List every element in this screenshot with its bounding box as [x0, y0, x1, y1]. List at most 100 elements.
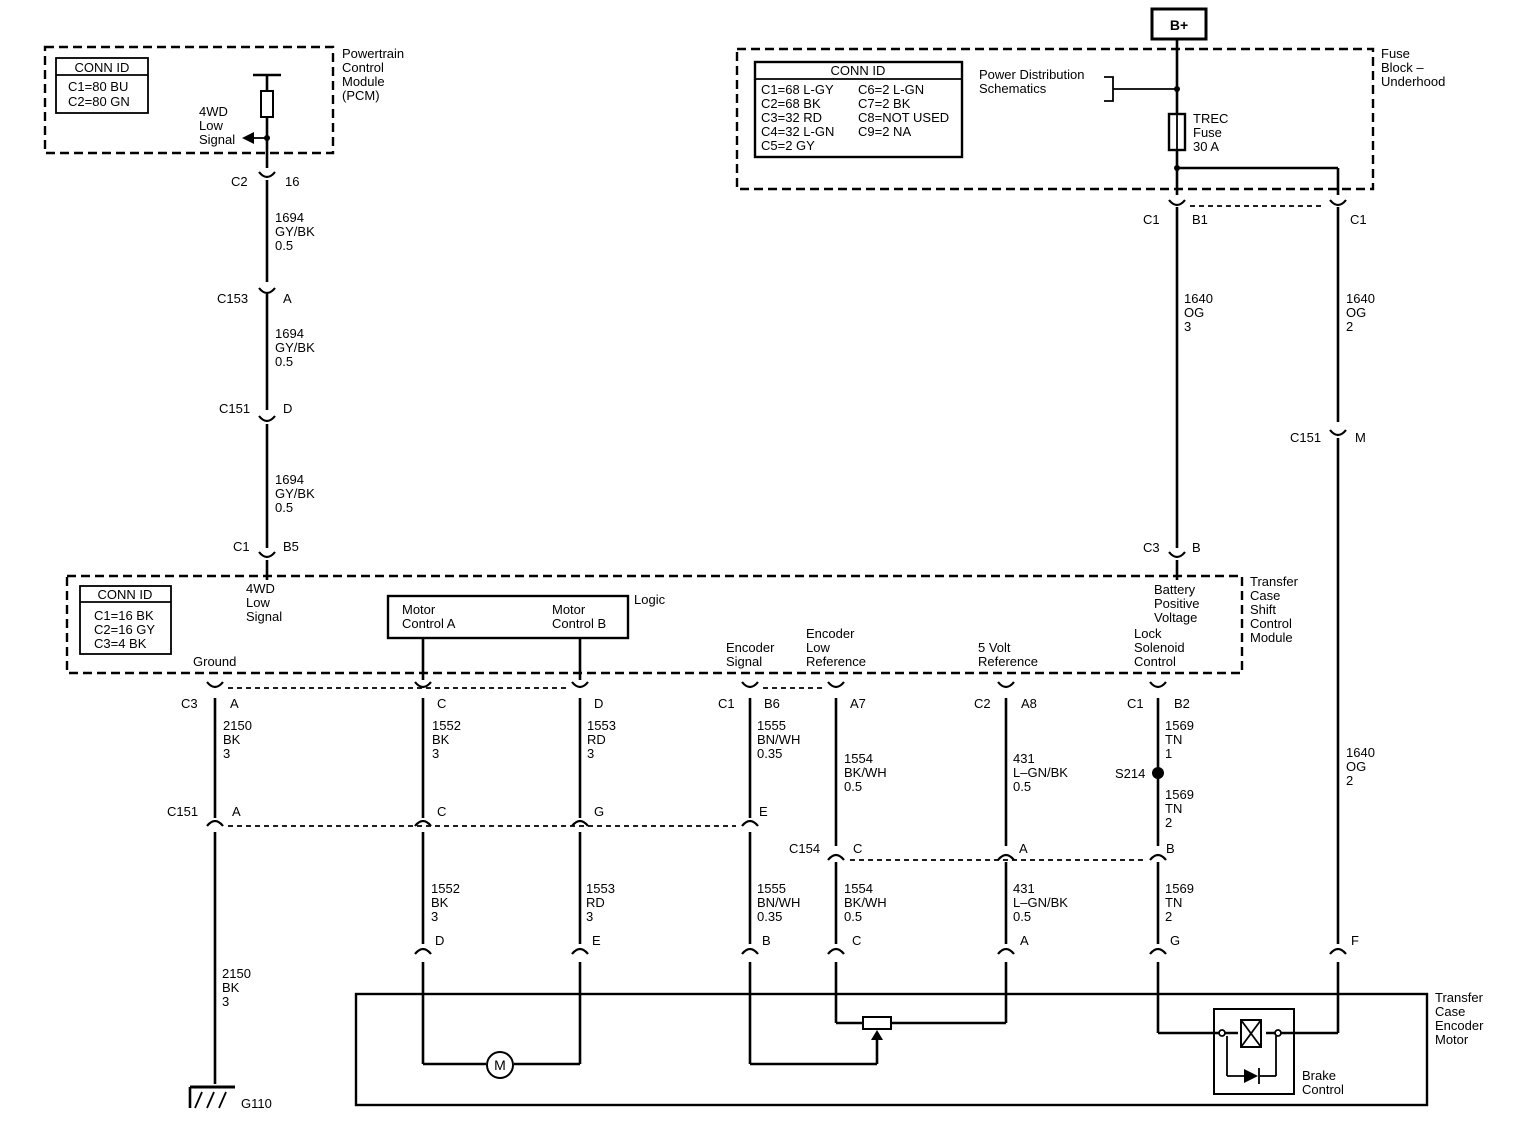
svg-text:B+: B+: [1170, 17, 1188, 33]
svg-text:M: M: [1355, 430, 1366, 445]
svg-text:L–GN/BK: L–GN/BK: [1013, 895, 1068, 910]
svg-text:1694: 1694: [275, 326, 304, 341]
svg-text:BN/WH: BN/WH: [757, 895, 800, 910]
svg-text:C4=32 L-GN: C4=32 L-GN: [761, 124, 834, 139]
svg-text:Signal: Signal: [199, 132, 235, 147]
svg-text:431: 431: [1013, 751, 1035, 766]
svg-text:2: 2: [1165, 815, 1172, 830]
svg-text:A: A: [1019, 841, 1028, 856]
svg-text:C7=2 BK: C7=2 BK: [858, 96, 911, 111]
b-plus-supply: B+: [1150, 7, 1208, 41]
svg-text:0.35: 0.35: [757, 746, 782, 761]
svg-text:0.5: 0.5: [844, 909, 862, 924]
svg-text:TN: TN: [1165, 801, 1182, 816]
svg-text:C1=80 BU: C1=80 BU: [68, 79, 128, 94]
svg-text:Shift: Shift: [1250, 602, 1276, 617]
svg-text:L–GN/BK: L–GN/BK: [1013, 765, 1068, 780]
svg-text:TREC: TREC: [1193, 111, 1228, 126]
svg-text:1694: 1694: [275, 210, 304, 225]
encoder-motor-box: [354, 992, 1429, 1107]
svg-text:G: G: [594, 804, 604, 819]
svg-text:Control: Control: [1134, 654, 1176, 669]
power-distribution-ref: Power Distribution Schematics: [979, 67, 1176, 102]
svg-text:C5=2 GY: C5=2 GY: [761, 138, 815, 153]
tccm-conn-id: CONN ID C1=16 BK C2=16 GY C3=4 BK: [79, 585, 172, 655]
svg-text:0.5: 0.5: [275, 500, 293, 515]
svg-text:Low: Low: [806, 640, 830, 655]
svg-text:C3=4 BK: C3=4 BK: [94, 636, 147, 651]
svg-text:Module: Module: [1250, 630, 1293, 645]
svg-text:C2=80 GN: C2=80 GN: [68, 94, 130, 109]
svg-text:E: E: [592, 933, 601, 948]
svg-text:C: C: [437, 696, 446, 711]
svg-text:Control B: Control B: [552, 616, 606, 631]
svg-text:G110: G110: [241, 1096, 272, 1111]
svg-text:CONN ID: CONN ID: [98, 587, 153, 602]
pcm-conn-id: CONN ID C1=80 BU C2=80 GN: [55, 57, 149, 114]
svg-text:Lock: Lock: [1134, 626, 1162, 641]
svg-text:1554: 1554: [844, 751, 873, 766]
svg-text:1553: 1553: [587, 718, 616, 733]
svg-text:Signal: Signal: [726, 654, 762, 669]
svg-text:Motor: Motor: [402, 602, 436, 617]
svg-text:Encoder: Encoder: [726, 640, 775, 655]
svg-text:Underhood: Underhood: [1381, 74, 1445, 89]
svg-text:TN: TN: [1165, 895, 1182, 910]
svg-text:Logic: Logic: [634, 592, 666, 607]
svg-text:4WD: 4WD: [199, 104, 228, 119]
svg-text:Reference: Reference: [806, 654, 866, 669]
svg-text:C151: C151: [167, 804, 198, 819]
pcm-box: [43, 45, 335, 155]
svg-text:Block –: Block –: [1381, 60, 1424, 75]
svg-text:1553: 1553: [586, 881, 615, 896]
svg-text:Transfer: Transfer: [1250, 574, 1299, 589]
svg-text:GY/BK: GY/BK: [275, 486, 315, 501]
svg-text:C2: C2: [231, 174, 248, 189]
svg-text:Powertrain: Powertrain: [342, 46, 404, 61]
svg-text:G: G: [1170, 933, 1180, 948]
svg-text:RD: RD: [587, 732, 606, 747]
svg-text:A: A: [230, 696, 239, 711]
svg-text:C2: C2: [974, 696, 991, 711]
svg-text:5 Volt: 5 Volt: [978, 640, 1011, 655]
svg-text:Fuse: Fuse: [1193, 125, 1222, 140]
svg-text:Brake: Brake: [1302, 1068, 1336, 1083]
svg-text:C1: C1: [233, 539, 250, 554]
svg-text:Case: Case: [1435, 1004, 1465, 1019]
svg-text:3: 3: [222, 994, 229, 1009]
svg-text:Control: Control: [1302, 1082, 1344, 1097]
svg-text:1569: 1569: [1165, 718, 1194, 733]
svg-text:C1=68 L-GY: C1=68 L-GY: [761, 82, 834, 97]
svg-text:Battery: Battery: [1154, 582, 1196, 597]
pcm-signal-wire: [242, 73, 281, 580]
svg-text:B: B: [1166, 841, 1175, 856]
svg-text:2: 2: [1346, 319, 1353, 334]
svg-text:30 A: 30 A: [1193, 139, 1219, 154]
svg-text:Power Distribution: Power Distribution: [979, 67, 1085, 82]
svg-text:Voltage: Voltage: [1154, 610, 1197, 625]
svg-text:C3: C3: [181, 696, 198, 711]
tccm-box: [65, 574, 1244, 675]
svg-text:Fuse: Fuse: [1381, 46, 1410, 61]
svg-text:B6: B6: [764, 696, 780, 711]
svg-text:1569: 1569: [1165, 787, 1194, 802]
ground-g110: G110: [188, 1085, 272, 1111]
svg-text:C: C: [437, 804, 446, 819]
svg-text:1554: 1554: [844, 881, 873, 896]
svg-text:3: 3: [432, 746, 439, 761]
fuse-block-box: [735, 47, 1375, 191]
tccm-title: Transfer Case Shift Control Module: [1250, 574, 1299, 645]
svg-text:C: C: [853, 841, 862, 856]
svg-text:1569: 1569: [1165, 881, 1194, 896]
svg-text:Ground: Ground: [193, 654, 236, 669]
svg-text:3: 3: [431, 909, 438, 924]
svg-text:C: C: [852, 933, 861, 948]
svg-text:0.5: 0.5: [275, 238, 293, 253]
brake-control: Brake Control: [1158, 1008, 1344, 1097]
svg-text:0.35: 0.35: [757, 909, 782, 924]
encoder-potentiometer: [750, 1016, 1006, 1066]
svg-text:0.5: 0.5: [844, 779, 862, 794]
svg-text:1640: 1640: [1184, 291, 1213, 306]
svg-text:Reference: Reference: [978, 654, 1038, 669]
svg-text:Case: Case: [1250, 588, 1280, 603]
